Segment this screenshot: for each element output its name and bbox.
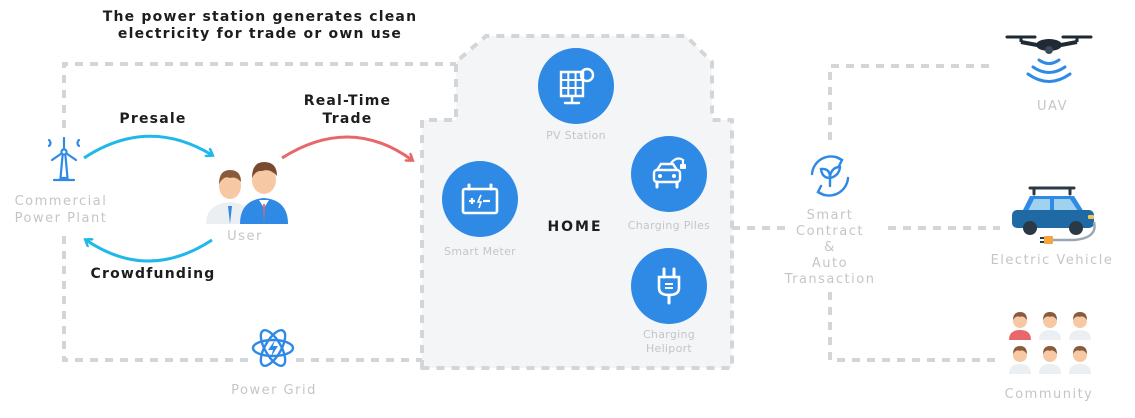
electric-car-icon [1012,186,1096,244]
heliport-label-line2: Heliport [645,342,693,355]
community-label: Community [1004,387,1094,402]
realtime-label-line2: Trade [322,111,373,127]
plant-label-line1: Commercial [14,194,108,209]
user-label: User [227,229,263,244]
wind-turbine-icon [47,136,81,182]
realtime-trade-arrow [281,135,412,160]
contract-label-line1: Smart [806,208,854,223]
charging-piles-node [631,136,707,212]
headline-line1: The power station generates clean [102,9,418,25]
consumer-network-lines [732,64,1000,362]
ev-charging-car-icon [652,157,686,189]
recycle-leaf-icon [810,155,850,197]
grid-loop-lines [62,62,456,362]
realtime-label-line1: Real-Time [303,93,392,109]
smart-meter-label: Smart Meter [444,245,516,258]
battery-meter-icon [461,183,499,215]
heliport-label-line1: Charging [642,328,696,341]
pv-station-node [538,48,614,124]
power-grid-label: Power Grid [231,383,317,398]
plug-icon [657,267,681,305]
headline-line2: electricity for trade or own use [117,26,403,42]
community-people-icon [1009,312,1091,374]
crowdfunding-label: Crowdfunding [90,266,216,282]
plant-label-line2: Power Plant [14,211,108,226]
solar-panel-icon [559,67,595,105]
contract-label-line5: Transaction [784,272,876,287]
contract-label-line3: & [824,240,836,255]
smart-meter-node [442,161,518,237]
charging-piles-label: Charging Piles [627,219,711,232]
contract-label-line4: Auto [811,256,849,271]
presale-label: Presale [119,111,187,127]
uav-label: UAV [1037,99,1068,114]
contract-label-line2: Contract [796,224,864,239]
crowdfunding-arrow [86,240,213,263]
charging-heliport-node [631,248,707,324]
presale-arrow [83,134,212,160]
electric-vehicle-label: Electric Vehicle [990,253,1114,268]
power-grid-atom-icon [251,329,295,367]
drone-icon [1005,35,1093,83]
pv-station-label: PV Station [546,129,606,142]
home-label: HOME [547,219,603,235]
users-icon [206,162,288,224]
